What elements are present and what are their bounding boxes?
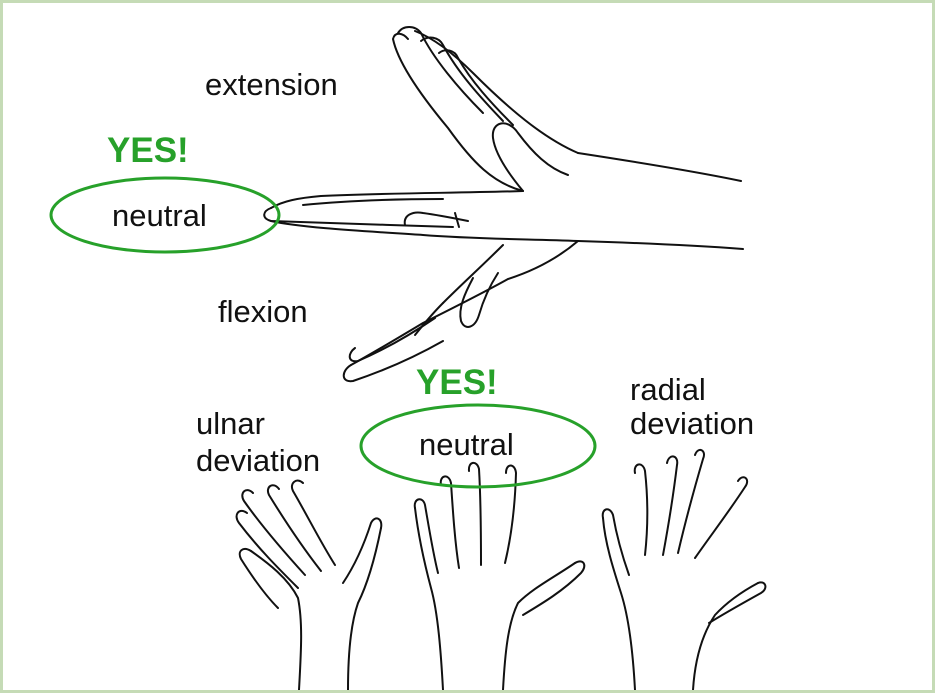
label-neutral-bottom: neutral [419,429,514,460]
hand-neutral-icon [415,463,585,690]
label-radial-line1: radial [630,374,706,405]
hand-ulnar-deviation-icon [237,481,382,690]
label-extension: extension [205,69,338,100]
label-radial-line2: deviation [630,408,754,439]
yes-label-top: YES! [107,133,189,168]
wrist-posture-illustration [3,3,932,690]
hand-radial-deviation-icon [603,450,766,690]
label-ulnar-line1: ulnar [196,408,265,439]
label-flexion: flexion [218,296,308,327]
label-neutral-top: neutral [112,200,207,231]
yes-label-bottom: YES! [416,365,498,400]
label-ulnar-line2: deviation [196,445,320,476]
